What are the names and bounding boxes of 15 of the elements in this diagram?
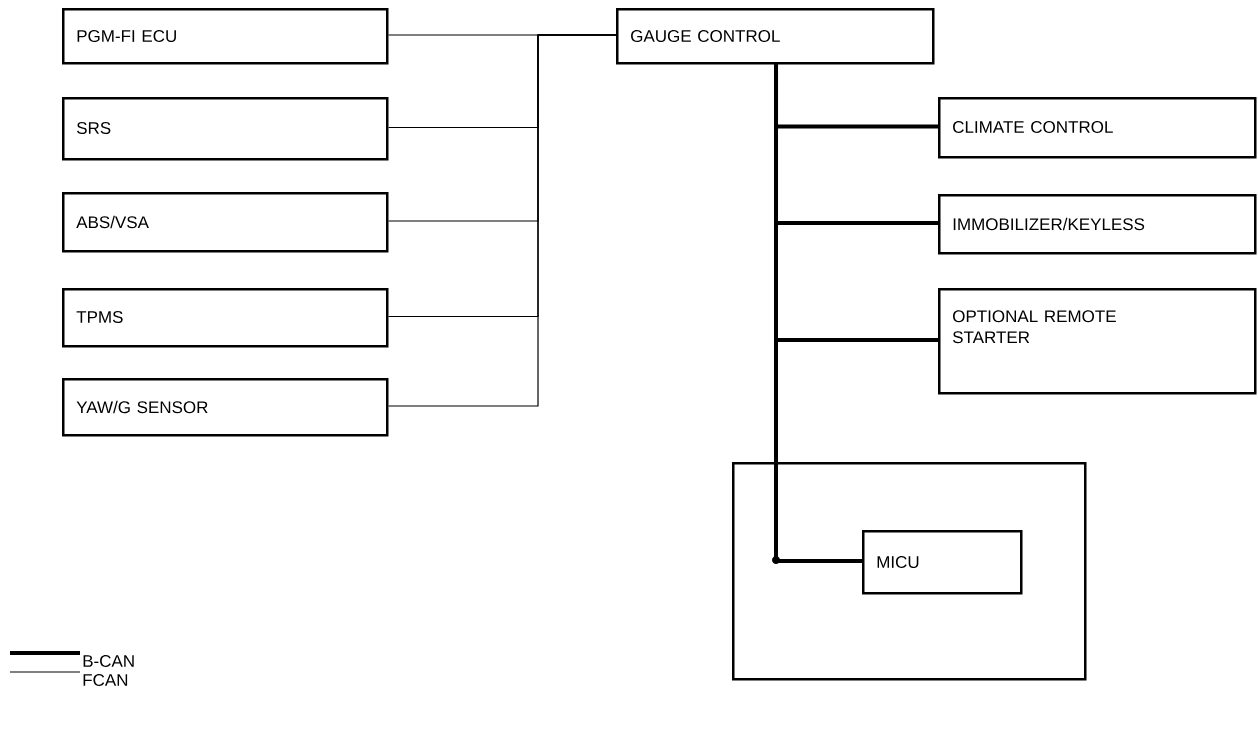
process-box: GAUGE CONTROL [616,8,935,65]
process-box: TPMS [62,288,389,348]
process-box: PGM-FI ECU [62,8,389,65]
legend-label: FCAN [83,674,128,687]
bus-line [774,64,862,563]
connector-line [387,34,617,407]
process-box: SRS [62,97,389,161]
module-box: MICU [862,530,1023,595]
legend-label: B-CAN [83,655,134,668]
process-box: CLIMATE CONTROL [938,97,1257,159]
process-box: ABS/VSA [62,192,389,253]
process-box: IMMOBILIZER/KEYLESS [938,194,1257,255]
process-box: YAW/G SENSOR [62,378,389,437]
process-box: OPTIONAL REMOTE STARTER [938,288,1257,395]
enclosure-box [732,462,1087,681]
